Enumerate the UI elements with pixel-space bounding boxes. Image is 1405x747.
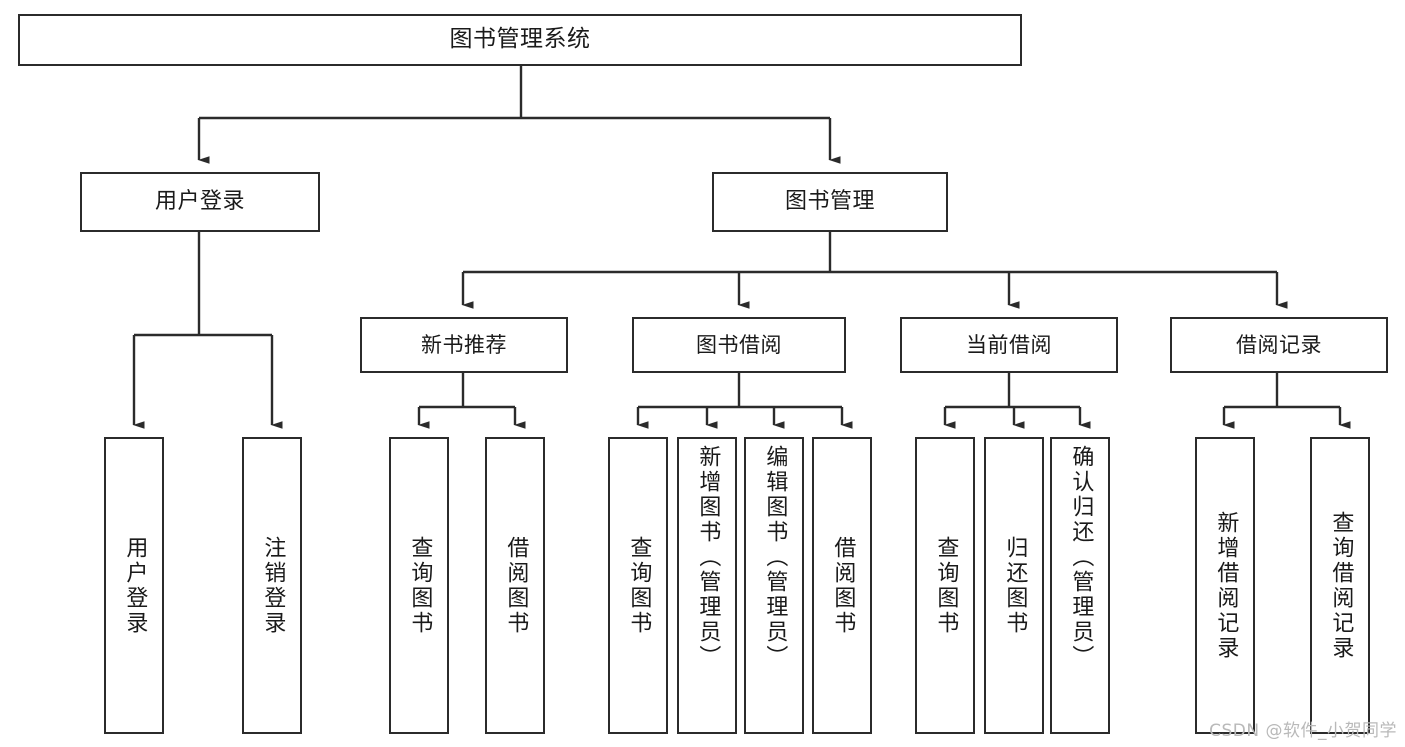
leaf-label: 查询图书 (626, 535, 652, 636)
leaf-label: 借阅图书 (503, 535, 529, 636)
leaf-label: 注销登录 (260, 535, 286, 636)
leaf-user-login-login[interactable]: 用户登录 (104, 437, 164, 734)
node-current-borrow-label: 当前借阅 (966, 332, 1052, 357)
leaf-current-return-book[interactable]: 归还图书 (984, 437, 1044, 734)
node-root-system[interactable]: 图书管理系统 (18, 14, 1022, 66)
leaf-label: 新增图书（管理员） (695, 445, 721, 670)
leaf-label: 查询借阅记录 (1328, 510, 1354, 661)
leaf-borrow-edit-book-admin[interactable]: 编辑图书（管理员） (744, 437, 804, 734)
leaf-label: 借阅图书 (830, 535, 856, 636)
leaf-label: 归还图书 (1002, 535, 1028, 636)
leaf-current-confirm-return-admin[interactable]: 确认归还（管理员） (1050, 437, 1110, 734)
leaf-recommend-borrow-book[interactable]: 借阅图书 (485, 437, 545, 734)
leaf-current-query-book[interactable]: 查询图书 (915, 437, 975, 734)
leaf-borrow-borrow-book[interactable]: 借阅图书 (812, 437, 872, 734)
node-root-label: 图书管理系统 (449, 26, 591, 53)
leaf-label: 查询图书 (933, 535, 959, 636)
node-user-login-label: 用户登录 (154, 189, 245, 215)
leaf-user-login-logout[interactable]: 注销登录 (242, 437, 302, 734)
node-borrow-record-label: 借阅记录 (1236, 332, 1322, 357)
node-book-management-label: 图书管理 (784, 189, 875, 215)
node-borrow-record[interactable]: 借阅记录 (1170, 317, 1388, 373)
leaf-record-query-record[interactable]: 查询借阅记录 (1310, 437, 1370, 734)
leaf-label: 新增借阅记录 (1213, 510, 1239, 661)
node-book-management[interactable]: 图书管理 (712, 172, 948, 232)
leaf-label: 确认归还（管理员） (1068, 445, 1094, 670)
leaf-borrow-add-book-admin[interactable]: 新增图书（管理员） (677, 437, 737, 734)
node-book-borrow[interactable]: 图书借阅 (632, 317, 846, 373)
leaf-borrow-query-book[interactable]: 查询图书 (608, 437, 668, 734)
node-current-borrow[interactable]: 当前借阅 (900, 317, 1118, 373)
node-user-login[interactable]: 用户登录 (80, 172, 320, 232)
leaf-label: 编辑图书（管理员） (762, 445, 788, 670)
leaf-label: 查询图书 (407, 535, 433, 636)
node-book-borrow-label: 图书借阅 (696, 332, 782, 357)
leaf-record-add-record[interactable]: 新增借阅记录 (1195, 437, 1255, 734)
csdn-watermark: CSDN @软件_小贺同学 (1209, 721, 1397, 741)
leaf-recommend-query-book[interactable]: 查询图书 (389, 437, 449, 734)
node-new-book-recommend-label: 新书推荐 (421, 332, 507, 357)
node-new-book-recommend[interactable]: 新书推荐 (360, 317, 568, 373)
leaf-label: 用户登录 (122, 535, 148, 636)
